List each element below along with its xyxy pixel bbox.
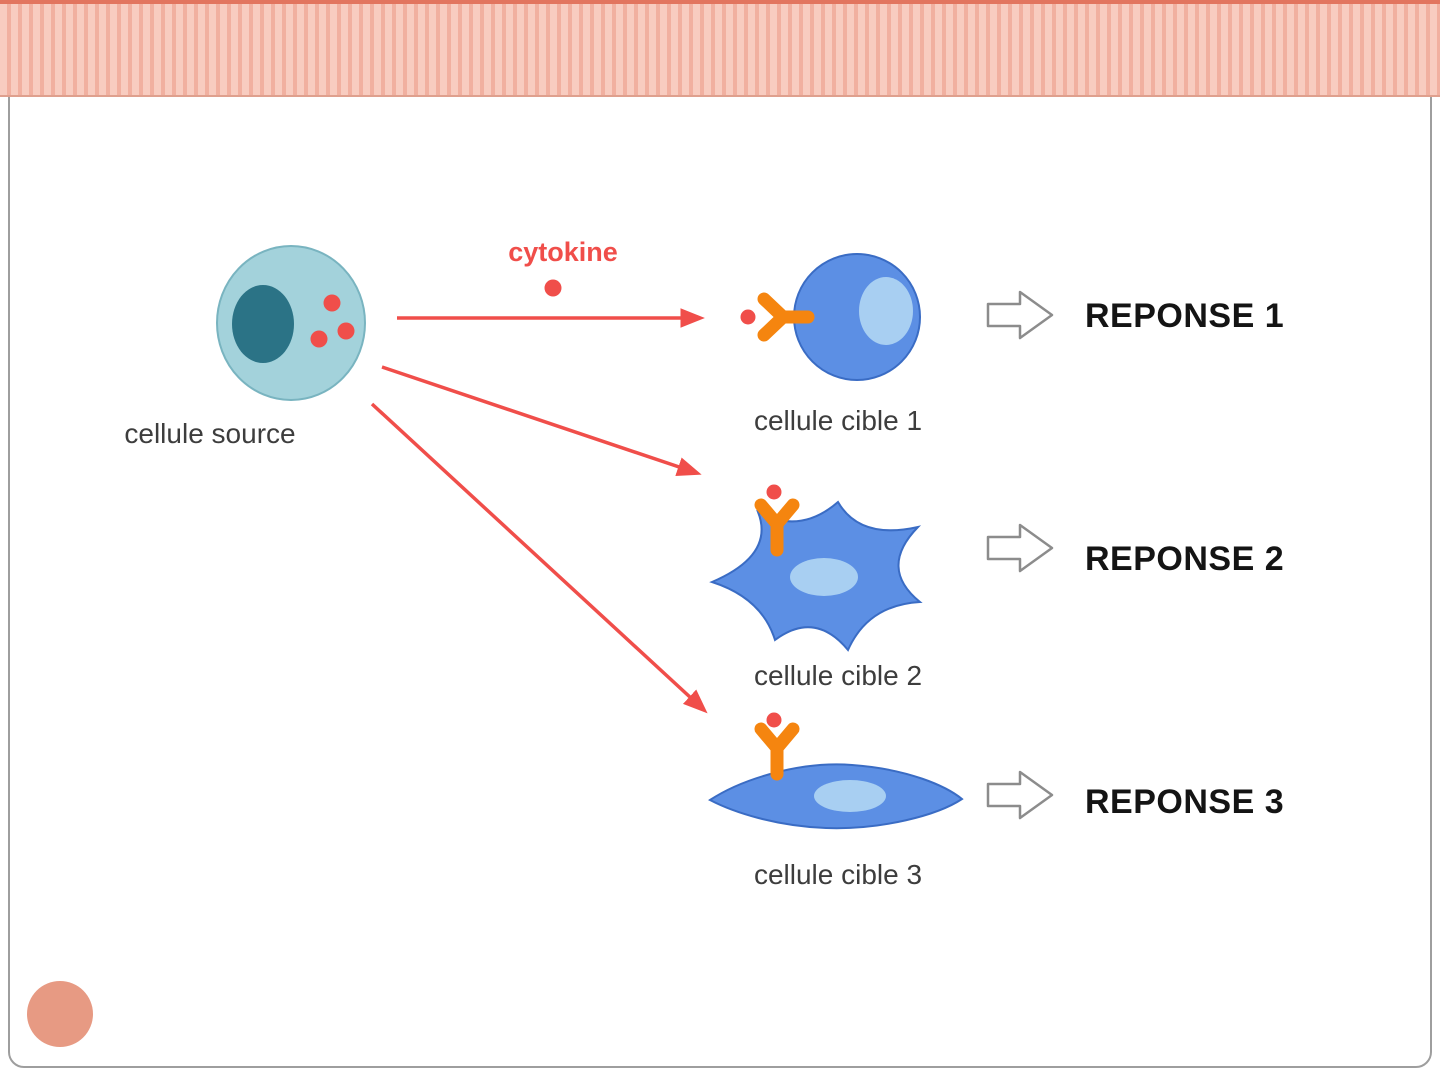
target-cell-3-label: cellule cible 3 — [754, 859, 922, 890]
response-2: REPONSE 2 — [986, 523, 1284, 578]
target-cell-1-nucleus — [859, 277, 913, 345]
bound-cytokine-icon — [740, 309, 756, 325]
cytokine-annotation: cytokine — [508, 237, 618, 297]
target-cell-2-label: cellule cible 2 — [754, 660, 922, 691]
signal-arrow-3 — [370, 402, 708, 714]
block-arrow-icon — [986, 290, 1054, 340]
receptor-icon — [754, 722, 800, 781]
response-3-label: REPONSE 3 — [1085, 783, 1284, 821]
bound-cytokine-icon — [766, 484, 782, 500]
target-cell-2-nucleus — [790, 558, 858, 596]
cytokine-granule-icon — [310, 330, 328, 348]
cytokine-granule-icon — [337, 322, 355, 340]
response-1-label: REPONSE 1 — [1085, 297, 1284, 335]
cytokine-label: cytokine — [508, 237, 618, 267]
receptor-icon — [757, 292, 815, 342]
response-1: REPONSE 1 — [986, 290, 1284, 340]
block-arrow-icon — [986, 523, 1054, 573]
response-2-label: REPONSE 2 — [1085, 540, 1284, 578]
response-3: REPONSE 3 — [986, 770, 1284, 821]
block-arrow-icon — [986, 770, 1054, 820]
target-cell-1: cellule cible 1 — [740, 253, 922, 436]
bound-cytokine-icon — [766, 712, 782, 728]
cytokine-dot-icon — [544, 279, 562, 297]
target-cell-3: cellule cible 3 — [708, 712, 964, 890]
title-banner — [0, 0, 1440, 97]
source-cell-label: cellule source — [124, 418, 295, 449]
accent-circle — [27, 981, 93, 1047]
source-cell-nucleus — [232, 285, 294, 363]
receptor-icon — [754, 498, 800, 557]
target-cell-2: cellule cible 2 — [709, 484, 923, 691]
source-cell: cellule source — [124, 245, 366, 449]
target-cell-1-label: cellule cible 1 — [754, 405, 922, 436]
target-cell-3-nucleus — [814, 780, 886, 812]
slide-content-frame — [8, 58, 1432, 1068]
signal-arrow-2 — [381, 365, 702, 477]
cytokine-granule-icon — [323, 294, 341, 312]
